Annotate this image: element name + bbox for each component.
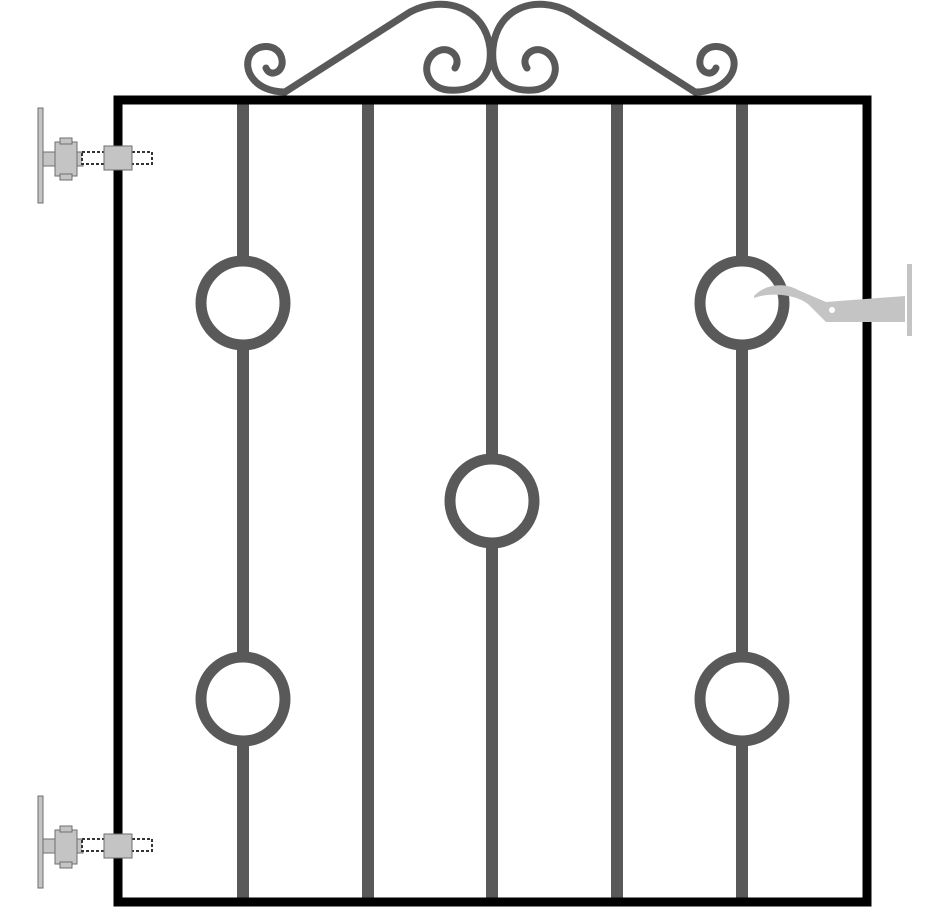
hinge-plate (37, 795, 44, 889)
hinge-nut (54, 141, 78, 177)
latch-rivet (829, 307, 835, 313)
hinge-collar (103, 145, 133, 171)
ring-right-upper (694, 255, 790, 351)
ring-ornaments (195, 255, 790, 747)
ring-right-lower (694, 651, 790, 747)
scroll-top (244, 0, 738, 96)
scroll-right-sweep (489, 0, 699, 96)
vertical-bar-5 (736, 104, 748, 898)
ring-center (444, 453, 540, 549)
scroll-left-sweep (281, 0, 494, 96)
vertical-bar-1 (237, 104, 249, 898)
scroll-right-outer (691, 43, 738, 96)
hinge-pin-lower (37, 795, 153, 889)
latch-plate (907, 264, 912, 336)
vertical-bar-2 (362, 104, 374, 898)
vertical-bar-4 (611, 104, 623, 898)
hinge-nut-base (59, 173, 73, 181)
hinge-collar (103, 833, 133, 859)
frame (113, 95, 872, 907)
hinge-pin-upper (37, 107, 153, 204)
hinge-nut-base (59, 861, 73, 869)
scroll-left-outer (244, 43, 289, 96)
hinge-plate (37, 107, 44, 204)
hinge-nut-cap (59, 137, 73, 145)
latch-bar (754, 285, 905, 322)
ring-left-lower (195, 651, 291, 747)
ring-left-upper (195, 255, 291, 351)
hinge-nut-cap (59, 825, 73, 833)
latch (754, 264, 912, 336)
hinge-nut (54, 829, 78, 865)
